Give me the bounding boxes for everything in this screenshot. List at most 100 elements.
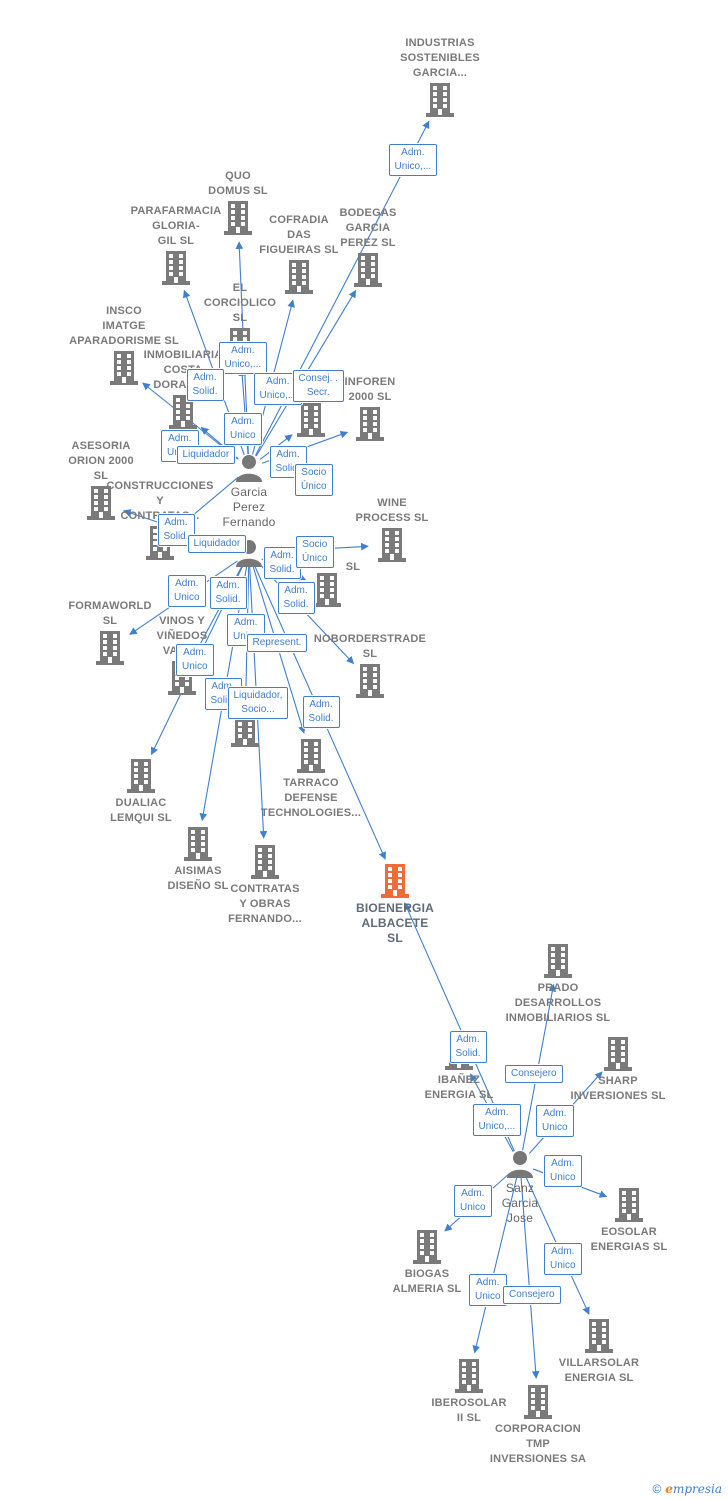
node-prado[interactable]: PRADO DESARROLLOS INMOBILIARIOS SL bbox=[498, 981, 618, 1026]
node-ibanez[interactable]: IBAÑEZ ENERGIA SL bbox=[399, 1073, 519, 1103]
node-noborder[interactable]: NOBORDERSTRADE SL bbox=[310, 632, 430, 662]
building-icon-tarraco[interactable] bbox=[297, 739, 325, 773]
node-label: TARRACO DEFENSE TECHNOLOGIES... bbox=[260, 777, 362, 819]
edge-label-person2-formaworld[interactable]: Adm. Unico bbox=[168, 575, 206, 607]
node-quo[interactable]: QUO DOMUS SL bbox=[178, 169, 298, 199]
node-label: BIOGAS ALMERIA SL bbox=[392, 1268, 462, 1295]
node-label: Garcia Perez Fernando bbox=[222, 485, 276, 529]
node-asesoria[interactable]: ASESORIA ORION 2000 SL bbox=[41, 439, 161, 484]
edge-label-sanz-bioenergia[interactable]: Adm. Solid. bbox=[449, 1031, 487, 1063]
building-icon-iberosolar[interactable] bbox=[455, 1359, 483, 1393]
edge-label-sanz-prado[interactable]: Consejero bbox=[505, 1065, 563, 1083]
copyright-symbol: © bbox=[652, 1482, 662, 1496]
node-industrias[interactable]: INDUSTRIAS SOSTENIBLES GARCIA... bbox=[380, 36, 500, 81]
building-icon-biogas[interactable] bbox=[413, 1230, 441, 1264]
node-iberosolar[interactable]: IBEROSOLAR II SL bbox=[409, 1396, 529, 1426]
edge-label-sanz-sharp[interactable]: Adm. Unico bbox=[536, 1105, 574, 1137]
edge-label-person2-contratas[interactable]: Liquidador, Socio... bbox=[227, 687, 289, 719]
node-label: PRADO DESARROLLOS INMOBILIARIOS SL bbox=[505, 982, 611, 1024]
building-icon-aisimas[interactable] bbox=[184, 827, 212, 861]
building-icon-bodegas[interactable] bbox=[354, 253, 382, 287]
edge-sanz-iberosolar bbox=[472, 1177, 518, 1354]
node-label: BIOENERGIA ALBACETE SL bbox=[355, 901, 434, 945]
building-icon-industrias[interactable] bbox=[426, 83, 454, 117]
node-bioenergia[interactable]: BIOENERGIA ALBACETE SL bbox=[335, 901, 455, 946]
node-label: QUO DOMUS SL bbox=[208, 170, 268, 197]
edge-label-garcia-inmobiliaria[interactable]: Liquidador bbox=[176, 446, 236, 464]
building-icon-parafarmacia[interactable] bbox=[162, 251, 190, 285]
node-label: INFOREN 2000 SL bbox=[344, 376, 396, 403]
node-label: SHARP INVERSIONES SL bbox=[570, 1075, 666, 1102]
edge-label-sanz-eosolar[interactable]: Adm. Unico bbox=[544, 1155, 582, 1187]
building-icon-agricolas[interactable] bbox=[297, 403, 325, 437]
node-corporacion[interactable]: CORPORACION TMP INVERSIONES SA bbox=[478, 1422, 598, 1467]
node-sanz[interactable]: Sanz Garcia Jose bbox=[460, 1181, 580, 1226]
node-bodegas[interactable]: BODEGAS GARCIA PEREZ SL bbox=[308, 206, 428, 251]
building-icon-dualiac[interactable] bbox=[127, 759, 155, 793]
node-cofradia[interactable]: COFRADIA DAS FIGUEIRAS SL bbox=[239, 213, 359, 258]
building-icon-noborder[interactable] bbox=[356, 664, 384, 698]
edge-label-sanz-corporacion[interactable]: Consejero bbox=[503, 1286, 561, 1304]
node-aisimas[interactable]: AISIMAS DISEÑO SL bbox=[138, 864, 258, 894]
node-parafarmacia[interactable]: PARAFARMACIA GLORIA- GIL SL bbox=[116, 204, 236, 249]
edge-label-garcia-quo[interactable]: Adm. Unico,... bbox=[218, 342, 268, 374]
node-label: DUALIAC LEMQUI SL bbox=[110, 797, 172, 824]
edge-label-person2-dualiac[interactable]: Adm. Unico bbox=[176, 644, 214, 676]
edge-label-sanz-ibanez[interactable]: Adm. Unico,... bbox=[472, 1104, 522, 1136]
building-icon-wine[interactable] bbox=[378, 528, 406, 562]
node-wine[interactable]: WINE PROCESS SL bbox=[332, 496, 452, 526]
node-label: IBEROSOLAR II SL bbox=[431, 1397, 507, 1424]
edge-label-person2-bioenergia[interactable]: Adm. Solid. bbox=[302, 696, 340, 728]
node-inforen[interactable]: INFOREN 2000 SL bbox=[310, 375, 430, 405]
node-biogas[interactable]: BIOGAS ALMERIA SL bbox=[367, 1267, 487, 1297]
footer-brand[interactable]: ©empresia bbox=[652, 1482, 722, 1496]
node-tarraco[interactable]: TARRACO DEFENSE TECHNOLOGIES... bbox=[251, 776, 371, 821]
edge-label-person2-wine[interactable]: Adm. Solid. bbox=[263, 547, 301, 579]
edge-label-person2-noborder[interactable]: Adm. Solid. bbox=[277, 582, 315, 614]
building-icon-sl_mid[interactable] bbox=[313, 573, 341, 607]
building-icon-villarsolar[interactable] bbox=[585, 1319, 613, 1353]
node-insco[interactable]: INSCO IMATGE APARADORISME SL bbox=[64, 304, 184, 349]
edge-label-person2-asesoria[interactable]: Liquidador bbox=[187, 535, 247, 553]
edge-label-sanz-villarsolar[interactable]: Adm. Unico bbox=[544, 1243, 582, 1275]
building-icon-bioenergia[interactable] bbox=[381, 864, 409, 898]
node-label: VILLARSOLAR ENERGIA SL bbox=[558, 1357, 640, 1384]
node-vinos[interactable]: VINOS Y VIÑEDOS VALL... bbox=[122, 614, 242, 659]
node-eosolar[interactable]: EOSOLAR ENERGIAS SL bbox=[569, 1225, 689, 1255]
node-sharp[interactable]: SHARP INVERSIONES SL bbox=[558, 1074, 678, 1104]
edge-label-garcia-industrias[interactable]: Adm. Unico,... bbox=[388, 144, 438, 176]
edge-label-sanz-iberosolar[interactable]: Adm. Unico bbox=[469, 1274, 507, 1306]
edge-label-person2-vinos[interactable]: Adm. Solid. bbox=[209, 577, 247, 609]
edge-label-sanz-biogas[interactable]: Adm. Unico bbox=[454, 1185, 492, 1217]
node-label: EOSOLAR ENERGIAS SL bbox=[590, 1226, 668, 1253]
building-icon-formaworld[interactable] bbox=[96, 631, 124, 665]
node-elcorciolico[interactable]: EL CORCIOLICO SL bbox=[180, 281, 300, 326]
building-icon-prado[interactable] bbox=[544, 944, 572, 978]
edge-label-person2-tarraco[interactable]: Represent. bbox=[246, 634, 308, 652]
edge-label-garcia-parafarmacia[interactable]: Adm. Solid. bbox=[186, 369, 224, 401]
node-villarsolar[interactable]: VILLARSOLAR ENERGIA SL bbox=[539, 1356, 659, 1386]
node-label: PARAFARMACIA GLORIA- GIL SL bbox=[130, 205, 222, 247]
node-label: WINE PROCESS SL bbox=[355, 497, 429, 524]
building-icon-sharp[interactable] bbox=[604, 1037, 632, 1071]
edge-sanz-corporacion bbox=[520, 1177, 540, 1379]
edge-label-person2-sl_mid[interactable]: Socio Único bbox=[296, 536, 334, 568]
building-icon-inforen[interactable] bbox=[356, 407, 384, 441]
node-formaworld[interactable]: FORMAWORLD SL bbox=[50, 599, 170, 629]
edge-label-garcia-inforen[interactable]: Socio Único bbox=[295, 464, 333, 496]
building-icon-eosolar[interactable] bbox=[615, 1188, 643, 1222]
node-label: INSCO IMATGE APARADORISME SL bbox=[69, 305, 179, 347]
node-dualiac[interactable]: DUALIAC LEMQUI SL bbox=[81, 796, 201, 826]
node-garcia[interactable]: Garcia Perez Fernando bbox=[189, 485, 309, 530]
person-icon-sanz[interactable] bbox=[507, 1151, 533, 1178]
edge-label-garcia-elcorciolico[interactable]: Adm. Unico bbox=[224, 413, 262, 445]
node-sl_mid[interactable]: SL bbox=[293, 560, 413, 575]
brand-initial: e bbox=[665, 1482, 673, 1496]
node-contratas[interactable]: CONTRATAS Y OBRAS FERNANDO... bbox=[205, 882, 325, 927]
node-label: IBAÑEZ ENERGIA SL bbox=[424, 1074, 494, 1101]
node-label: Sanz Garcia Jose bbox=[501, 1181, 539, 1225]
brand-name: mpresia bbox=[672, 1482, 722, 1496]
edge-label-garcia-bodegas[interactable]: Consej. . Secr. bbox=[292, 370, 344, 402]
node-label: FORMAWORLD SL bbox=[68, 600, 152, 627]
person-icon-garcia[interactable] bbox=[236, 455, 262, 482]
